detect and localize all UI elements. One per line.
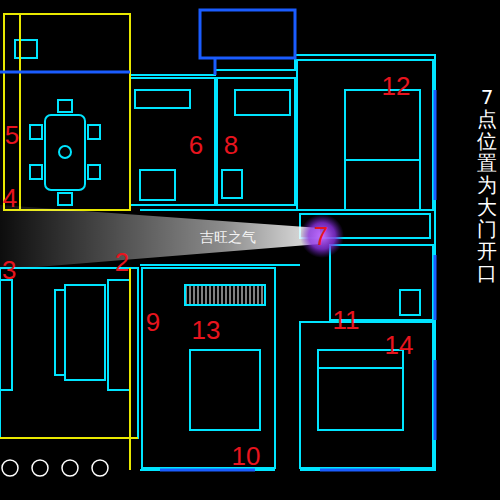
door-position-number: 7	[314, 223, 328, 249]
room-number: 2	[115, 249, 129, 275]
room-number: 14	[385, 332, 414, 358]
vertical-note: 7点位置为大门开口	[477, 86, 497, 284]
room-number: 9	[146, 309, 160, 335]
room-number: 10	[232, 443, 261, 469]
room-number: 8	[224, 132, 238, 158]
room-number: 13	[192, 317, 221, 343]
room-number: 5	[5, 122, 19, 148]
room-number: 4	[3, 185, 17, 211]
room-number: 3	[2, 257, 16, 283]
room-number: 11	[333, 307, 360, 333]
room-number: 6	[189, 132, 203, 158]
room-number: 12	[382, 73, 411, 99]
beam-caption: 吉旺之气	[200, 229, 256, 247]
